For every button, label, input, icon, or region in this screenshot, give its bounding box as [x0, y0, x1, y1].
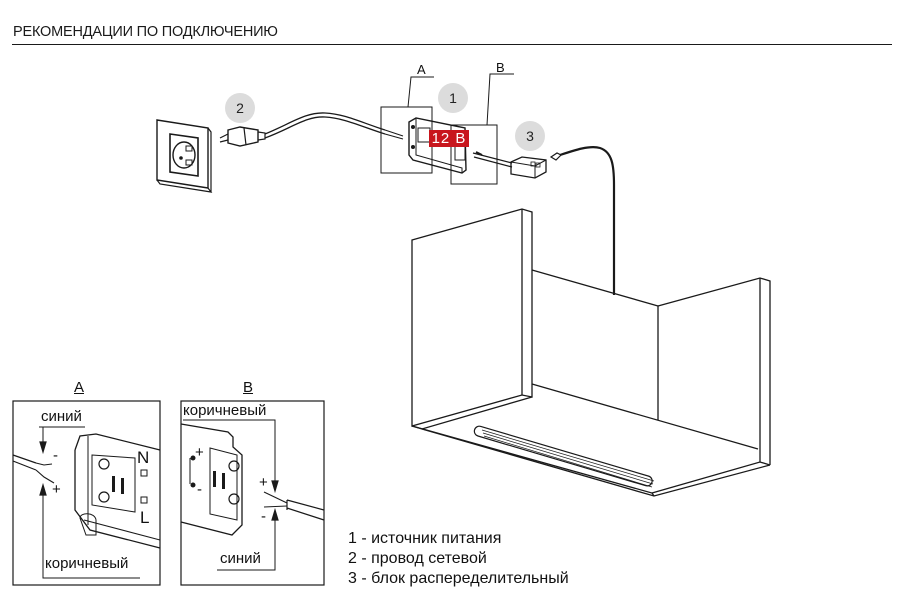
low-voltage-cable [472, 151, 513, 168]
terminal-n: N [137, 448, 150, 467]
panel-a-wire-brown-label: коричневый [45, 555, 129, 572]
panel-b-minus-left: - [197, 481, 202, 498]
hood-cable [549, 146, 616, 295]
cooker-hood-illustration [411, 208, 771, 497]
junction-box-icon [510, 156, 547, 179]
detail-box-b [450, 73, 514, 185]
voltage-label: 12 В [429, 130, 469, 147]
power-supply-icon [408, 117, 467, 174]
panel-b-plus-left: + [195, 444, 204, 461]
panel-a-plus: + [52, 481, 61, 498]
panel-b-wire-brown-label: коричневый [183, 402, 267, 419]
panel-b-title: B [243, 379, 254, 396]
legend-item: 1 - источник питания [348, 530, 502, 547]
panel-b-plus-wire: + [259, 474, 268, 491]
badge-junction-box: 3 [515, 121, 545, 151]
panel-a-wire-blue-label: синий [41, 408, 82, 425]
panel-a-minus: - [53, 447, 58, 464]
detail-b-callout: B [496, 60, 505, 75]
legend-item: 3 - блок распеределительный [348, 570, 569, 587]
mains-plug-icon [219, 126, 266, 147]
badge-mains-cable: 2 [225, 93, 255, 123]
title-divider [12, 44, 892, 45]
panel-b-frame [180, 400, 325, 586]
page-title: РЕКОМЕНДАЦИИ ПО ПОДКЛЮЧЕНИЮ [13, 24, 278, 40]
wall-socket-icon [156, 119, 213, 193]
detail-box-a [380, 76, 434, 174]
legend-item: 2 - провод сетевой [348, 550, 487, 567]
detail-a-callout: A [417, 62, 426, 77]
terminal-l: L [140, 508, 150, 527]
panel-a-title: A [74, 379, 85, 396]
panel-b-wire-blue-label: синий [220, 550, 261, 567]
panel-a-frame [12, 400, 161, 586]
legend: 1 - источник питания 2 - провод сетевой … [348, 529, 569, 589]
badge-power-supply: 1 [438, 83, 468, 113]
panel-b-minus-wire: - [261, 508, 266, 525]
mains-cable [264, 112, 404, 140]
